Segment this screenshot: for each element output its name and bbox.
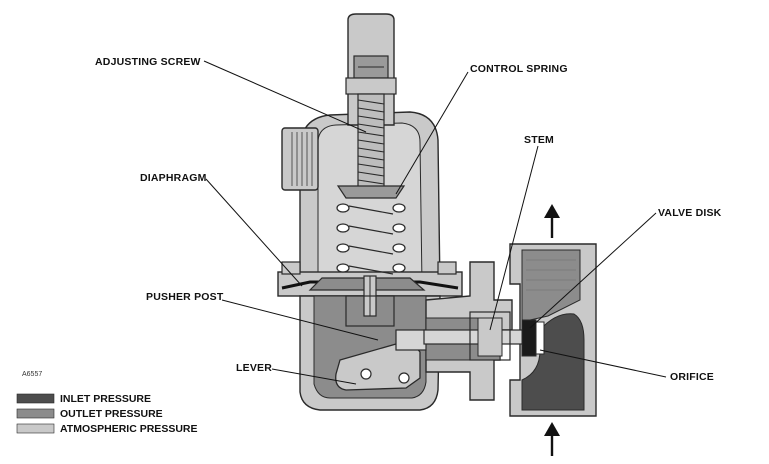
flange-bolt-left — [281, 261, 301, 275]
label-adjusting-screw: ADJUSTING SCREW — [95, 56, 201, 68]
stem-assembly — [423, 311, 545, 361]
leader-lever — [271, 368, 357, 385]
vent-threads — [291, 132, 313, 186]
label-lever: LEVER — [236, 362, 272, 374]
control-spring — [336, 203, 406, 275]
post-guide — [345, 295, 395, 327]
legend-swatch-atmospheric — [16, 423, 55, 434]
legend-item-outlet: OUTLET PRESSURE — [16, 408, 163, 420]
label-diaphragm: DIAPHRAGM — [140, 172, 207, 184]
stem-collar — [477, 317, 503, 357]
label-stem: STEM — [524, 134, 554, 146]
legend-label-inlet: INLET PRESSURE — [60, 393, 151, 405]
pusher-post-assembly — [345, 275, 395, 327]
legend-swatch-inlet — [16, 393, 55, 404]
leader-diaphragm — [205, 178, 303, 287]
label-valve-disk: VALVE DISK — [658, 207, 722, 219]
legend-label-outlet: OUTLET PRESSURE — [60, 408, 163, 420]
callout-labels: ADJUSTING SCREW CONTROL SPRING STEM DIAP… — [22, 56, 722, 383]
spring-seat — [336, 185, 406, 199]
legend-item-inlet: INLET PRESSURE — [16, 393, 151, 405]
inlet-flow-arrow — [544, 422, 560, 456]
label-pusher-post: PUSHER POST — [146, 291, 224, 303]
outlet-flow-arrow — [544, 204, 560, 238]
leader-stem — [489, 145, 539, 331]
label-control-spring: CONTROL SPRING — [470, 63, 568, 75]
stem-guide — [469, 311, 511, 361]
channel-hatching — [526, 259, 576, 291]
legend-label-atmospheric: ATMOSPHERIC PRESSURE — [60, 423, 198, 435]
label-orifice: ORIFICE — [670, 371, 714, 383]
legend: INLET PRESSURE OUTLET PRESSURE ATMOSPHER… — [16, 393, 198, 435]
orifice-seat — [535, 321, 545, 355]
screw-nut — [345, 77, 397, 95]
screw-threads — [357, 99, 385, 185]
lever-pin — [398, 372, 410, 384]
leader-control-spring — [395, 71, 469, 195]
lever-pivot — [360, 368, 372, 380]
leader-adjusting-screw — [203, 60, 367, 133]
flange-bolt-right — [437, 261, 457, 275]
valve-disk — [521, 319, 537, 357]
lever-assembly — [335, 329, 427, 391]
legend-swatch-outlet — [16, 408, 55, 419]
leader-valve-disk — [529, 212, 657, 329]
stem — [423, 329, 529, 345]
leader-orifice — [539, 349, 667, 378]
adjusting-screw — [336, 55, 406, 199]
outlet-channel — [521, 249, 581, 321]
vent-boss — [281, 127, 319, 191]
legend-item-atmospheric: ATMOSPHERIC PRESSURE — [16, 423, 198, 435]
leader-pusher-post — [221, 299, 379, 341]
figure-id: A6557 — [22, 371, 42, 378]
inlet-channel — [521, 313, 585, 411]
leader-lines — [203, 60, 667, 385]
lever-link — [395, 329, 427, 351]
